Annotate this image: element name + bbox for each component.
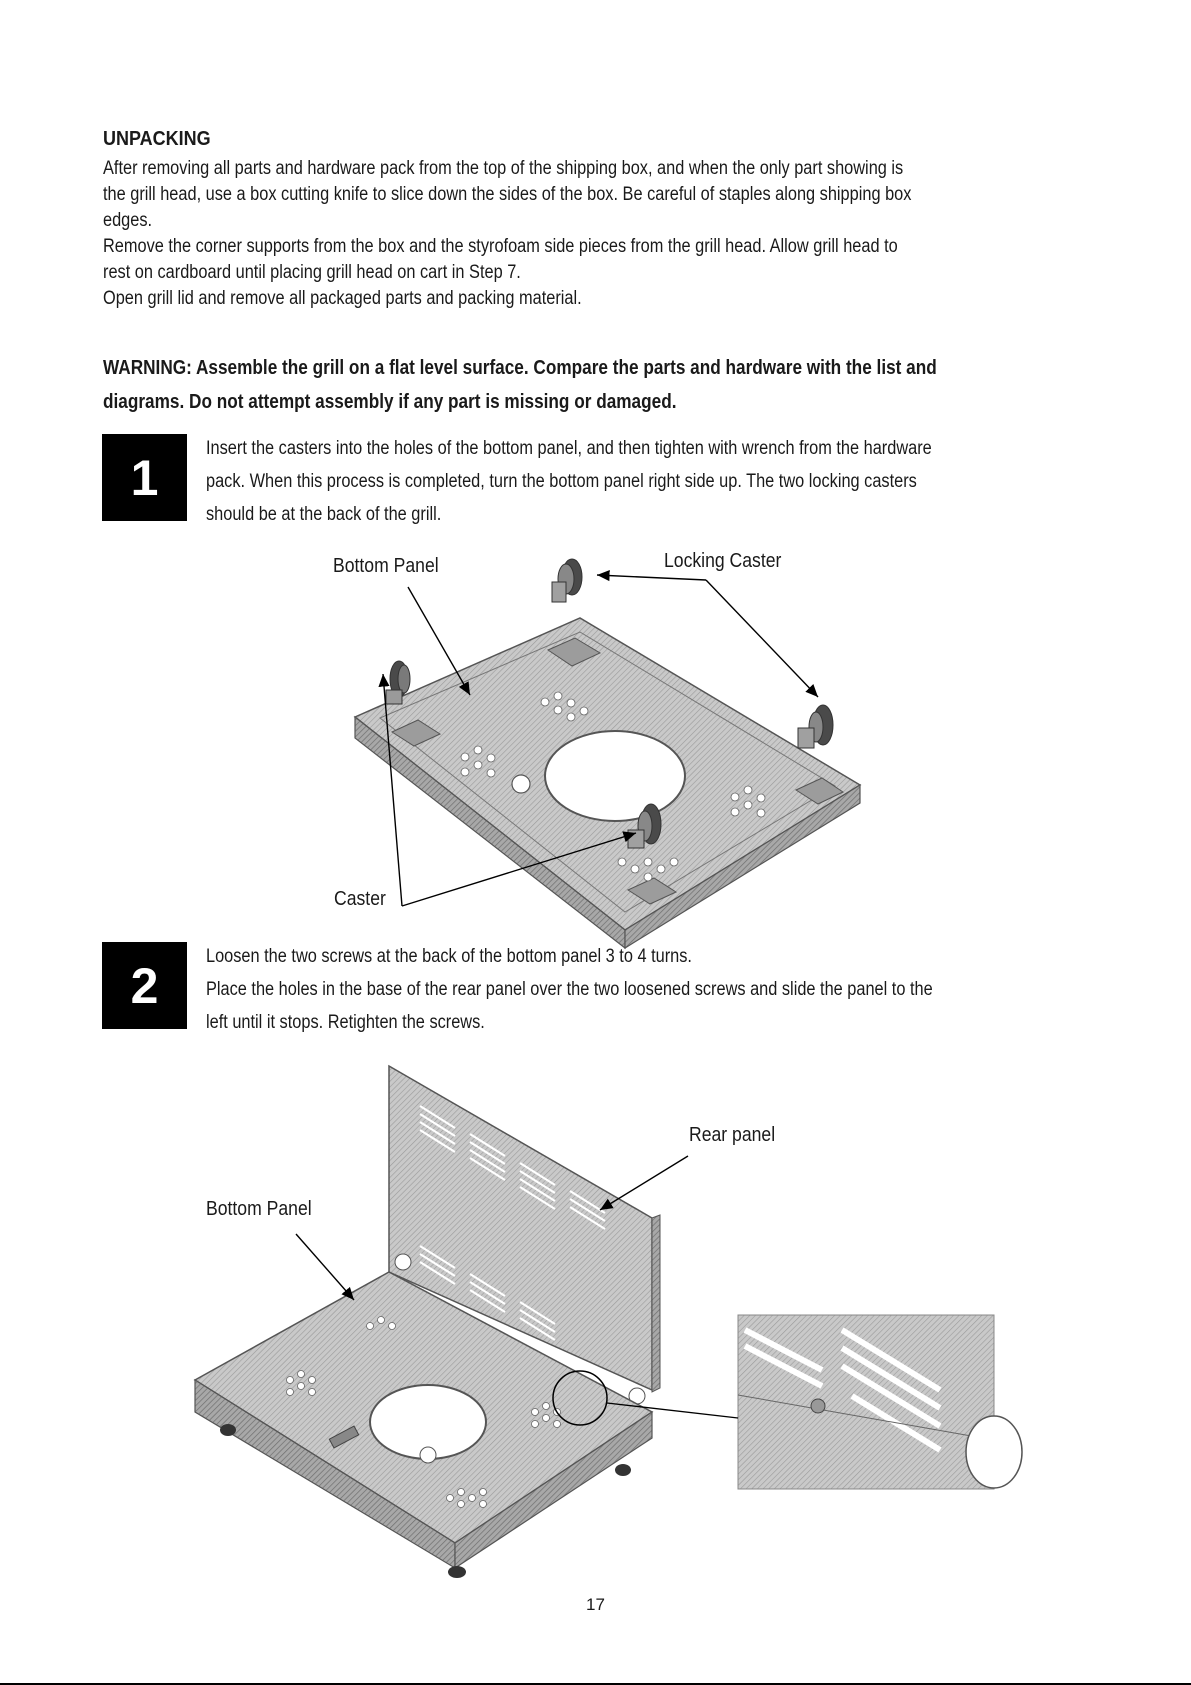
step-1-number-box: 1 [102,434,187,521]
label-caster: Caster [334,888,386,910]
unpacking-heading: UNPACKING [103,128,211,150]
leader-rear-panel [599,1155,689,1211]
locking-caster-right [797,704,834,749]
leader-locking-caster-back [596,569,707,582]
caster-left [385,660,411,705]
unpacking-paragraph: After removing all parts and hardware pa… [103,158,912,309]
leader-caster-left [378,673,403,907]
detail-circle [552,1370,608,1426]
step-2-number: 2 [130,957,159,1014]
bottom-panel-side-edge [624,783,861,950]
label-locking-caster: Locking Caster [664,550,782,572]
locking-caster-back [551,558,583,603]
center-hole [544,730,686,822]
leader-bottom-panel-step2 [295,1233,355,1301]
step-1-number: 1 [130,449,159,506]
leader-caster-front [401,831,637,907]
label-bottom-panel: Bottom Panel [333,555,439,577]
leader-locking-caster-right [705,579,819,698]
warning-text: WARNING: Assemble the grill on a flat le… [103,357,937,413]
label-rear-panel: Rear panel [689,1124,776,1146]
leader-bottom-panel [407,586,471,696]
step-2-instructions: Loosen the two screws at the back of the… [206,946,933,1033]
page-number: 17 [586,1595,605,1614]
bottom-rule [0,1683,1191,1685]
detail-inset [737,1314,1023,1490]
step-2-number-box: 2 [102,942,187,1029]
label-bottom-panel-step2: Bottom Panel [206,1198,312,1220]
step-1-instructions: Insert the casters into the holes of the… [206,438,932,525]
